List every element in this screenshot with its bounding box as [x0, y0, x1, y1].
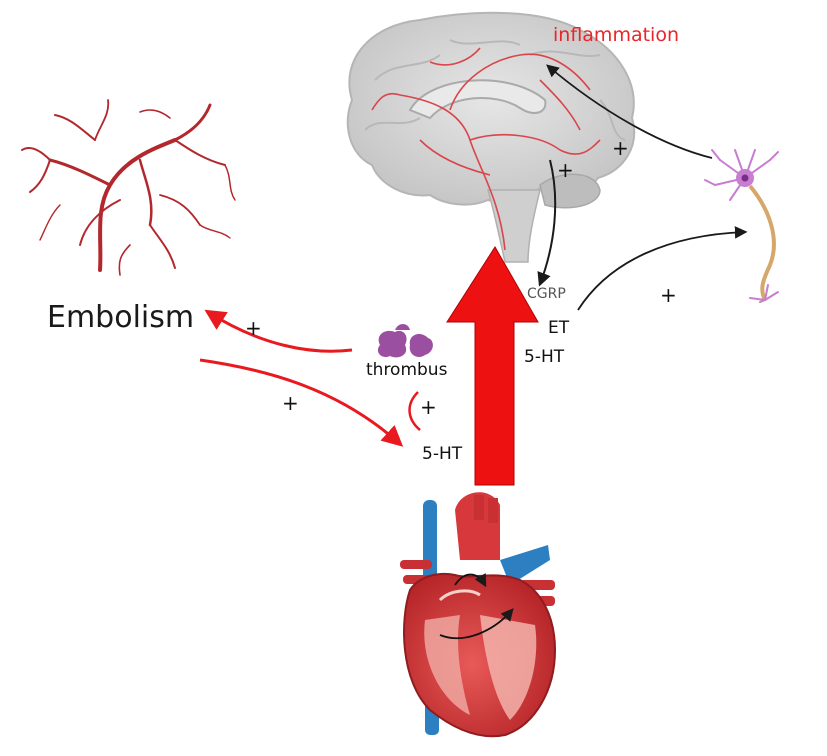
plus-sign: + — [245, 316, 262, 340]
plus-sign: + — [660, 283, 677, 307]
blood-vessel-icon — [21, 99, 236, 276]
brain-icon — [346, 11, 636, 263]
serotonin-label-bottom: 5-HT — [422, 444, 463, 464]
arrow-neuron-to-inflammation — [546, 64, 713, 159]
et-label: ET — [548, 318, 570, 338]
thrombus-icon — [377, 324, 433, 358]
arrow-cgrp-to-neuron — [577, 226, 748, 311]
heart-icon — [400, 492, 557, 738]
thrombus-label: thrombus — [366, 360, 448, 380]
arrow-thrombus-to-embolism — [204, 309, 353, 353]
plus-sign: + — [557, 158, 574, 182]
inflammation-label: inflammation — [553, 24, 679, 46]
arrow-embolism-to-5ht — [199, 358, 404, 447]
arrow-5ht-thrombus-feedback — [408, 391, 421, 431]
plus-sign: + — [420, 395, 437, 419]
big-upward-arrow — [446, 246, 539, 486]
plus-sign: + — [282, 391, 299, 415]
embolism-label: Embolism — [47, 300, 195, 335]
plus-sign: + — [612, 136, 629, 160]
serotonin-label-right: 5-HT — [524, 347, 565, 367]
arrow-brain-to-cgrp — [537, 159, 557, 287]
neuron-icon — [704, 149, 779, 303]
cgrp-label: CGRP — [527, 286, 566, 302]
